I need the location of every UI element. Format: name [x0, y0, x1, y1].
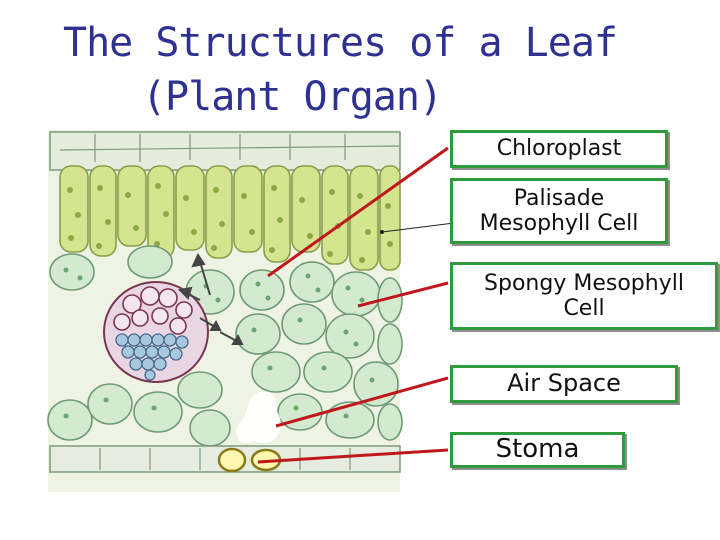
pointer-air-space [275, 376, 449, 428]
chloroplast-dots [67, 183, 393, 263]
pointer-lines [257, 146, 449, 464]
xylem-cells [115, 333, 189, 381]
spongy-mesophyll-layer [47, 245, 403, 447]
gas-exchange-arrows [177, 252, 244, 345]
pointer-palisade [381, 221, 463, 233]
vascular-bundle [103, 281, 209, 383]
label-palisade-mesophyll-cell: Palisade Mesophyll Cell [450, 178, 668, 244]
label-stoma: Stoma [450, 432, 625, 468]
page-title-line-1: The Structures of a Leaf [63, 20, 618, 66]
palisade-layer [59, 165, 401, 271]
pointer-chloroplast [267, 146, 449, 278]
page-title-line-2: (Plant Organ) [141, 74, 443, 120]
label-air-space: Air Space [450, 365, 678, 403]
air-space-region [236, 391, 281, 444]
label-spongy-mesophyll-cell: Spongy Mesophyll Cell [450, 262, 718, 330]
upper-epidermis [49, 131, 401, 171]
pointer-spongy [357, 281, 449, 308]
phloem-cells [113, 286, 193, 335]
label-chloroplast: Chloroplast [450, 130, 668, 168]
spongy-chloroplast-dots [63, 267, 375, 419]
pointer-stoma [257, 448, 449, 464]
